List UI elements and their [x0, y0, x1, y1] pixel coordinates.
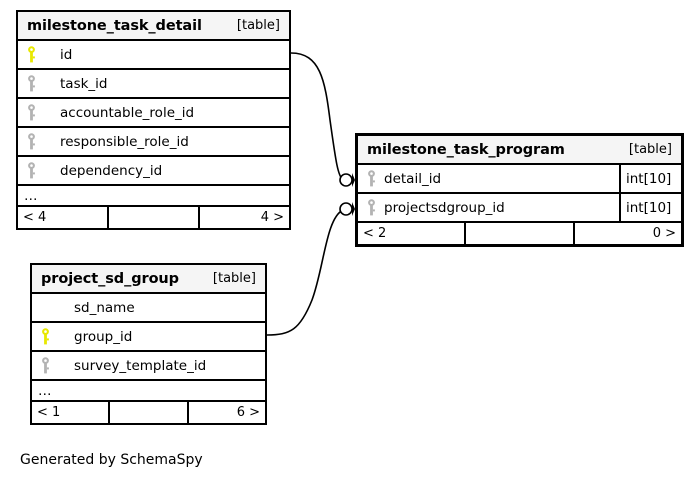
column-row[interactable]: task_id	[18, 70, 289, 99]
column-name: id	[60, 46, 73, 63]
outgoing-relations-count: 6 >	[186, 402, 265, 423]
column-name: group_id	[74, 328, 133, 345]
column-row[interactable]: survey_template_id	[32, 352, 265, 381]
entity-footer: < 2 0 >	[358, 223, 681, 244]
incoming-relations-count: < 2	[363, 226, 387, 241]
column-row[interactable]: projectsdgroup_id int[10]	[358, 194, 681, 223]
foreign-key-icon	[18, 162, 44, 179]
column-row[interactable]: sd_name	[32, 294, 265, 323]
column-row[interactable]: group_id	[32, 323, 265, 352]
entity-footer: < 4 4 >	[18, 207, 289, 228]
foreign-key-icon	[358, 170, 384, 187]
entity-title: project_sd_group	[41, 270, 179, 287]
primary-key-icon	[32, 328, 58, 345]
column-name: accountable_role_id	[60, 104, 195, 121]
entity-header: project_sd_group [table]	[32, 265, 265, 294]
column-row[interactable]: dependency_id	[18, 157, 289, 186]
entity-kind-label: [table]	[628, 142, 672, 157]
diagram-caption: Generated by SchemaSpy	[20, 452, 203, 468]
column-name: task_id	[60, 75, 108, 92]
column-name: sd_name	[74, 299, 135, 316]
column-name: responsible_role_id	[60, 133, 189, 150]
entity-milestone-task-program[interactable]: milestone_task_program [table] detail_id…	[355, 133, 684, 247]
primary-key-icon	[18, 46, 44, 63]
footer-middle-cell	[464, 223, 572, 244]
entity-milestone-task-detail[interactable]: milestone_task_detail [table] id task_id	[16, 10, 291, 230]
foreign-key-icon	[358, 199, 384, 216]
footer-middle-cell	[108, 402, 186, 423]
column-row[interactable]: id	[18, 41, 289, 70]
entity-header: milestone_task_detail [table]	[18, 12, 289, 41]
relationship-detail-to-program	[290, 52, 355, 187]
outgoing-relations-count: 0 >	[572, 223, 681, 244]
incoming-relations-count: < 1	[37, 405, 61, 420]
column-type: int[10]	[619, 194, 681, 221]
entity-footer: < 1 6 >	[32, 402, 265, 423]
column-row[interactable]: detail_id int[10]	[358, 165, 681, 194]
incoming-relations-count: < 4	[23, 210, 47, 225]
column-name: projectsdgroup_id	[384, 199, 505, 216]
column-row[interactable]: accountable_role_id	[18, 99, 289, 128]
column-name: dependency_id	[60, 162, 163, 179]
column-type: int[10]	[619, 165, 681, 192]
entity-title: milestone_task_detail	[27, 17, 202, 34]
more-columns-indicator: …	[32, 381, 265, 402]
entity-title: milestone_task_program	[367, 141, 565, 158]
foreign-key-icon	[18, 133, 44, 150]
more-columns-indicator: …	[18, 186, 289, 207]
zero-or-one-marker	[339, 202, 353, 216]
entity-project-sd-group[interactable]: project_sd_group [table] sd_name group_i…	[30, 263, 267, 425]
foreign-key-icon	[18, 104, 44, 121]
entity-header: milestone_task_program [table]	[358, 136, 681, 165]
entity-kind-label: [table]	[212, 271, 256, 286]
outgoing-relations-count: 4 >	[198, 207, 289, 228]
column-name: survey_template_id	[74, 357, 207, 374]
entity-kind-label: [table]	[236, 18, 280, 33]
column-name: detail_id	[384, 170, 442, 187]
foreign-key-icon	[32, 357, 58, 374]
column-row[interactable]: responsible_role_id	[18, 128, 289, 157]
footer-middle-cell	[107, 207, 198, 228]
foreign-key-icon	[18, 75, 44, 92]
zero-or-one-marker	[339, 173, 353, 187]
